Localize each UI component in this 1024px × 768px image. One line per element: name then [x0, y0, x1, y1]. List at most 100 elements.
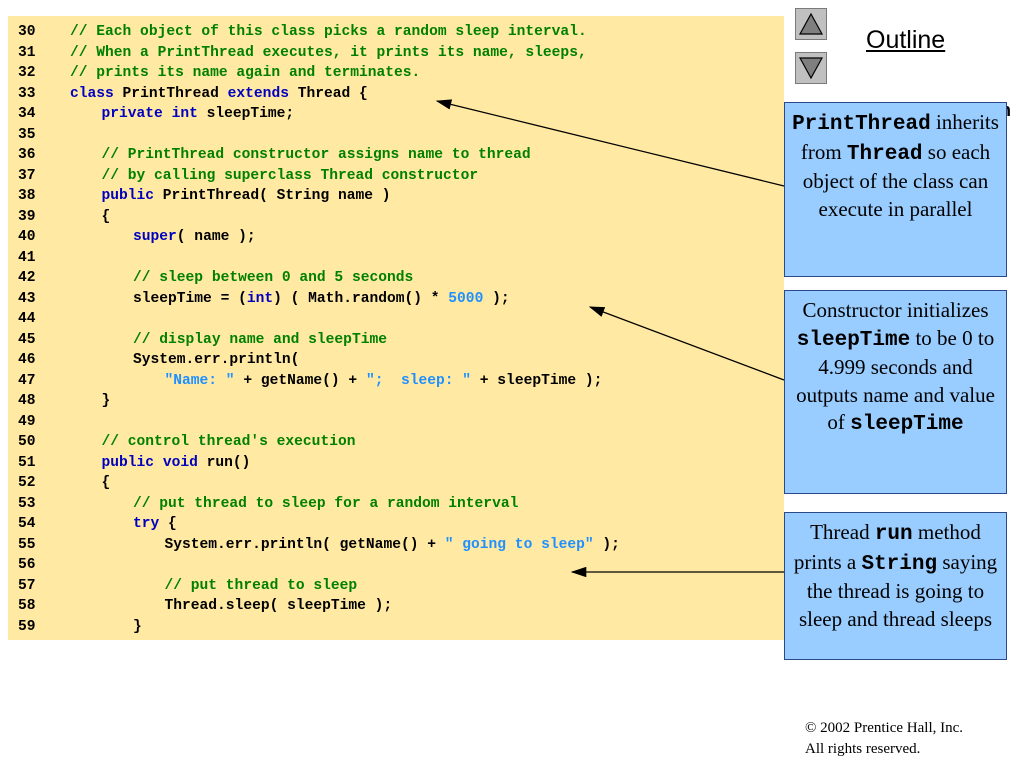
callout-text: inherits from [800, 110, 999, 164]
code-token-comment: // put thread to sleep [164, 577, 358, 594]
code-token-plain: + getName() + [234, 372, 366, 389]
code-text: // Each object of this class picks a ran… [70, 22, 587, 43]
code-line: 53 // put thread to sleep for a random in… [8, 494, 784, 515]
code-line: 31 // When a PrintThread executes, it pri… [8, 43, 784, 64]
code-token-plain: Thread.sleep( sleepTime ); [164, 598, 393, 614]
copyright-notice: © 2002 Prentice Hall, Inc. All rights re… [805, 718, 963, 760]
code-token-plain: } [101, 393, 111, 409]
line-number: 32 [18, 65, 36, 81]
code-text: public void run() [102, 453, 251, 474]
code-text: super( name ); [133, 227, 256, 248]
code-line: 39{ [8, 207, 784, 228]
code-token-comment: // put thread to sleep for a random inte… [133, 495, 519, 512]
triangle-down-icon [798, 57, 824, 80]
code-token-plain: { [159, 516, 177, 532]
code-token-plain: ( name ); [176, 229, 256, 245]
code-token-comment: // When a PrintThread executes, it print… [70, 44, 587, 61]
code-line: 55 System.err.println( getName() + " goin… [8, 535, 784, 556]
next-slide-button[interactable] [795, 52, 827, 84]
code-text: // put thread to sleep [165, 576, 358, 597]
copyright-line: © 2002 Prentice Hall, Inc. [805, 720, 964, 736]
callout-text: method prints a [793, 520, 981, 574]
previous-slide-button[interactable] [795, 8, 827, 40]
callout-constructor-sleeptime: Constructor initializes sleepTime to be … [784, 290, 1007, 494]
code-token-plain: ) ( Math.random() * [273, 290, 449, 307]
code-token-string: " going to sleep" [444, 536, 594, 553]
code-line: 48} [8, 391, 784, 412]
callout-code-term: Thread [846, 142, 923, 166]
code-token-comment: // prints its name again and terminates. [70, 65, 421, 81]
line-number: 53 [18, 495, 36, 512]
code-text: // sleep between 0 and 5 seconds [133, 268, 413, 289]
callout-code-term: PrintThread [792, 113, 931, 136]
line-number: 58 [18, 598, 36, 614]
callout-text: Thread [810, 520, 875, 544]
code-line: 51 public void run() [8, 453, 784, 474]
outline-link[interactable]: Outline [866, 26, 946, 54]
code-token-comment: // PrintThread constructor assigns name … [101, 147, 531, 163]
code-token-string: "; sleep: " [365, 372, 472, 389]
code-line: 35 [8, 125, 784, 146]
code-token-number: 5000 [448, 290, 484, 307]
line-number: 55 [18, 536, 36, 553]
callout-text: to be 0 to 4.999 seconds and outputs nam… [796, 325, 995, 435]
code-token-plain: } [133, 618, 142, 635]
code-text: // put thread to sleep for a random inte… [133, 494, 518, 515]
code-text: { [102, 207, 111, 228]
line-number: 31 [18, 44, 36, 61]
code-token-plain: System.err.println( getName() + [164, 536, 445, 553]
code-text: } [133, 617, 142, 638]
callout-code-term: sleepTime [796, 328, 911, 352]
line-number: 47 [18, 372, 36, 389]
code-line: 52{ [8, 473, 784, 494]
line-number: 37 [18, 167, 36, 184]
code-token-keyword: private [101, 106, 163, 122]
code-line: 42 // sleep between 0 and 5 seconds [8, 268, 784, 289]
callout-code-term: String [861, 552, 938, 576]
code-token-plain: Thread { [288, 85, 368, 102]
callout-text: saying the thread is going to sleep and … [798, 549, 998, 631]
code-token-plain: ); [483, 290, 510, 307]
callout-code-term: run [874, 523, 913, 546]
line-number: 46 [18, 352, 36, 368]
line-number: 35 [18, 126, 36, 143]
code-line: 32 // prints its name again and terminate… [8, 63, 784, 84]
code-token-plain: { [101, 208, 111, 225]
code-text: System.err.println( [133, 350, 299, 371]
code-token-plain: + sleepTime ); [471, 372, 603, 389]
callout-text: so each object of the class can execute … [802, 139, 991, 221]
line-number: 34 [18, 106, 36, 122]
code-token-keyword: public [101, 188, 155, 204]
line-number: 42 [18, 270, 36, 286]
code-line: 30// Each object of this class picks a r… [8, 22, 784, 43]
code-token-keyword: int [171, 106, 198, 122]
line-number: 59 [18, 618, 36, 635]
code-token-string: "Name: " [164, 372, 235, 389]
code-text: // display name and sleepTime [133, 330, 387, 351]
line-number: 51 [18, 454, 36, 471]
code-token-keyword: extends [227, 85, 289, 102]
line-number: 41 [18, 249, 36, 266]
line-number: 50 [18, 434, 36, 450]
code-text: // control thread's execution [102, 432, 356, 453]
code-text: sleepTime = (int) ( Math.random() * 5000… [133, 289, 510, 310]
code-text: public PrintThread( String name ) [102, 186, 391, 207]
code-line: 36 // PrintThread constructor assigns nam… [8, 145, 784, 166]
callout-text: Constructor initializes [802, 298, 989, 322]
code-text: try { [133, 514, 177, 535]
line-number: 36 [18, 147, 36, 163]
line-number: 33 [18, 85, 36, 102]
code-listing-panel: 30// Each object of this class picks a r… [8, 16, 784, 640]
line-number: 49 [18, 413, 36, 430]
code-token-plain: sleepTime = ( [133, 290, 247, 307]
code-token-comment: // control thread's execution [101, 434, 356, 450]
callout-code-term: sleepTime [850, 413, 964, 436]
code-line: 46 System.err.println( [8, 350, 784, 371]
code-text: Thread.sleep( sleepTime ); [165, 596, 393, 617]
code-token-keyword: super [133, 229, 177, 245]
code-text: "Name: " + getName() + "; sleep: " + sle… [165, 371, 603, 392]
